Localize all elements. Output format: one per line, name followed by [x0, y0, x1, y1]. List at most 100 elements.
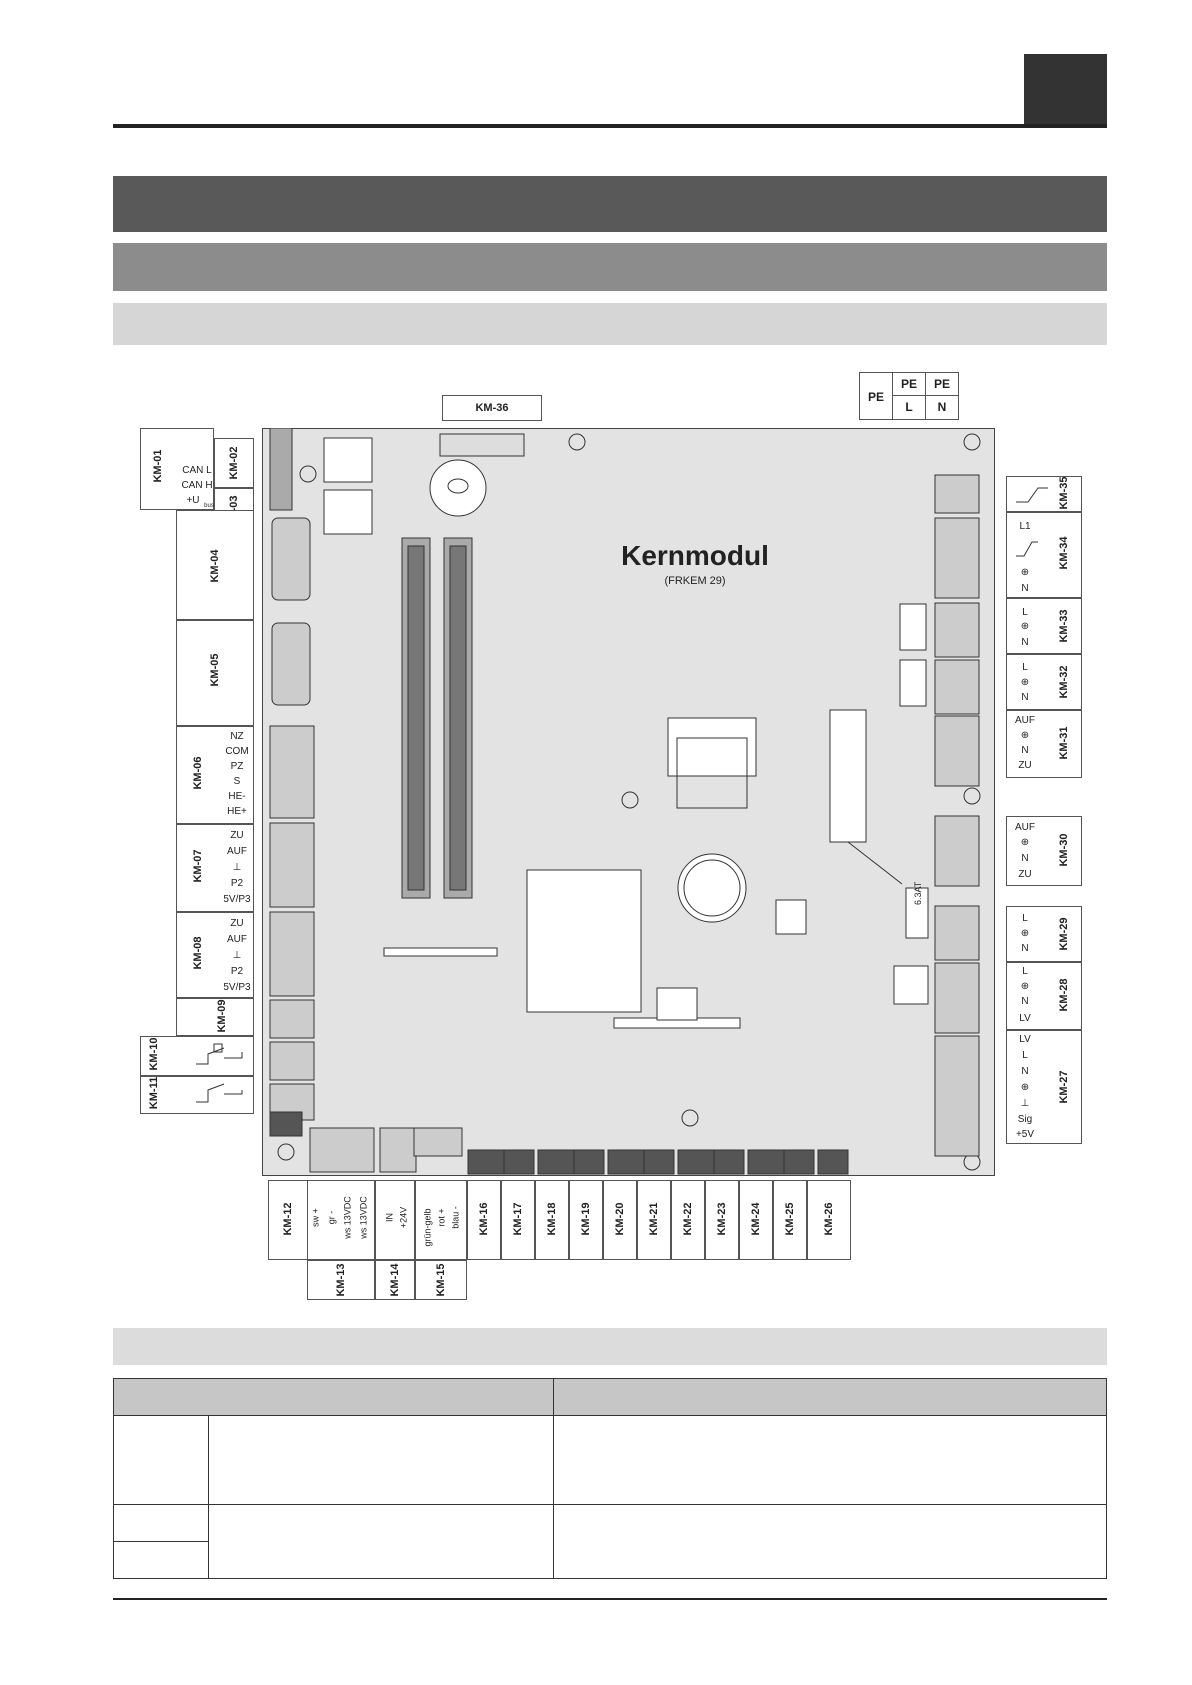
table-cell [553, 1504, 1107, 1579]
km08-pin-5: 5V/P3 [223, 982, 251, 993]
km06-pin-3: PZ [230, 761, 244, 772]
km29-pin-3: N [1021, 943, 1029, 954]
km01-box [140, 428, 214, 510]
km34-pin-1: L1 [1019, 521, 1031, 532]
km21-box [637, 1180, 671, 1260]
km08-pin-1: ZU [230, 918, 244, 929]
pe-box-2: PE [892, 372, 926, 396]
km27-pin-4: ⊕ [1020, 1082, 1030, 1093]
km04-label: KM-04 [209, 549, 221, 583]
km20-label: KM-20 [614, 1202, 626, 1236]
km15-box [415, 1260, 467, 1300]
km01-pin-ubus: +U [186, 495, 200, 506]
km27-pin-6: Sig [1017, 1114, 1033, 1125]
l-box: L [892, 395, 926, 420]
km27-pin-7: +5V [1015, 1129, 1035, 1140]
table-cell [113, 1415, 209, 1505]
table-row [113, 1541, 1107, 1579]
km31-pin-3: N [1021, 745, 1029, 756]
km01-pin-ubus-sub: bus [204, 503, 214, 509]
km13-pin-1: sw + [310, 1208, 321, 1227]
km28-pin-2: ⊕ [1020, 981, 1030, 992]
table-row [113, 1415, 1107, 1505]
km34-switch-icon [1016, 541, 1038, 557]
km06-pin-6: HE+ [227, 806, 247, 817]
km15-label: KM-15 [435, 1263, 447, 1297]
board-components [269, 428, 981, 1175]
km13-pin-2: gr - [326, 1210, 337, 1225]
table-cell [553, 1415, 1107, 1505]
km33-box [1006, 598, 1082, 654]
table-cell [208, 1415, 554, 1505]
km36-label-box: KM-36 [442, 395, 542, 421]
board-title: Kernmodul [621, 540, 769, 571]
km14-box [375, 1260, 415, 1300]
km06-box [176, 726, 254, 824]
km30-pin-2: ⊕ [1020, 837, 1030, 848]
km27-pin-3: N [1021, 1066, 1029, 1077]
thermostat-switch-icon [196, 1043, 243, 1065]
km01-pin-canh: CAN H [181, 480, 213, 491]
km06-pin-1: NZ [230, 731, 244, 742]
km07-box [176, 824, 254, 912]
km28-pin-4: LV [1019, 1013, 1031, 1024]
km06-label: KM-06 [192, 756, 204, 790]
km15-pin-3: blau - [450, 1206, 461, 1229]
km05-box [176, 620, 254, 726]
km08-label: KM-08 [192, 936, 204, 970]
km27-label: KM-27 [1058, 1070, 1070, 1104]
km24-box [739, 1180, 773, 1260]
km26-box [807, 1180, 851, 1260]
header-rule [113, 124, 1107, 128]
section-bar-4 [113, 1328, 1107, 1365]
km32-pin-2: ⊕ [1020, 677, 1030, 688]
km35-box [1006, 476, 1082, 512]
km12-label: KM-12 [282, 1202, 294, 1236]
km01-label: KM-01 [152, 449, 164, 483]
km31-box [1006, 710, 1082, 778]
pe-label-1: PE [867, 390, 884, 404]
km29-pin-2: ⊕ [1020, 928, 1030, 939]
l-label: L [905, 400, 913, 414]
km31-label: KM-31 [1058, 726, 1070, 760]
km31-pin-2: ⊕ [1020, 730, 1030, 741]
km32-label: KM-32 [1058, 665, 1070, 699]
km25-box [773, 1180, 807, 1260]
km29-label: KM-29 [1058, 917, 1070, 951]
km19-label: KM-19 [580, 1202, 592, 1236]
table-header-row [113, 1378, 1107, 1416]
km32-box [1006, 654, 1082, 710]
km30-pin-4: ZU [1018, 869, 1032, 880]
pe-label-2: PE [900, 377, 917, 391]
km08-pin-4: P2 [230, 966, 244, 977]
km18-label: KM-18 [546, 1202, 558, 1236]
contact-switch-icon [1016, 487, 1048, 503]
km08-box [176, 912, 254, 998]
km27-pin-2: L [1022, 1050, 1028, 1061]
km14-pins-box [375, 1180, 415, 1260]
km33-label: KM-33 [1058, 609, 1070, 643]
pe-box-3: PE [925, 372, 959, 396]
board-subtitle: (FRKEM 29) [664, 575, 726, 587]
km29-pin-1: L [1022, 913, 1028, 924]
km07-pin-1: ZU [230, 830, 244, 841]
km13-pins-box [307, 1180, 375, 1260]
km22-box [671, 1180, 705, 1260]
km36-label: KM-36 [475, 402, 509, 414]
km07-label: KM-07 [192, 849, 204, 883]
km28-pin-3: N [1021, 996, 1029, 1007]
km07-pin-2: AUF [227, 846, 247, 857]
km11-label: KM-11 [148, 1076, 160, 1110]
km21-label: KM-21 [648, 1202, 660, 1236]
km34-box [1006, 512, 1082, 598]
section-bar-2 [113, 243, 1107, 291]
km33-pin-1: L [1022, 607, 1028, 618]
n-label: N [937, 400, 947, 414]
section-bar-1 [113, 176, 1107, 232]
km14-label: KM-14 [389, 1263, 401, 1297]
km15-pin-2: rot + [436, 1208, 447, 1227]
km06-pin-5: HE- [228, 791, 246, 802]
km23-box [705, 1180, 739, 1260]
km04-box [176, 510, 254, 620]
km27-box [1006, 1030, 1082, 1144]
